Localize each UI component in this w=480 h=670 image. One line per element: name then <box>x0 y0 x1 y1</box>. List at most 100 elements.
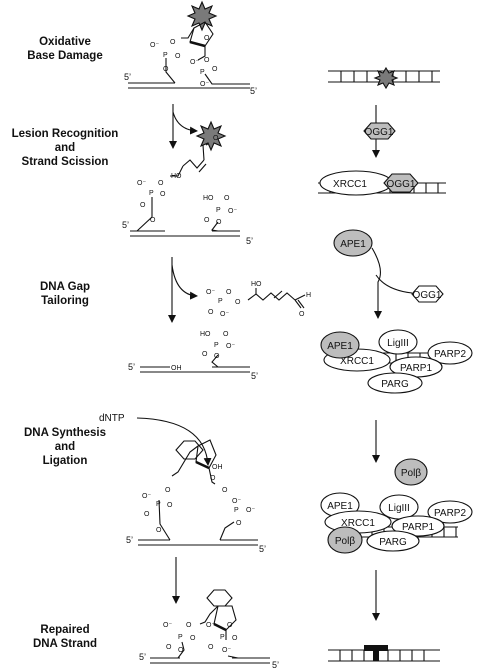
label-ape1: APE1 <box>327 501 353 512</box>
backbone-bond <box>204 73 222 85</box>
label-oxyanion: O⁻ <box>206 622 215 629</box>
ape1-release-curve <box>375 274 413 294</box>
label-oxyanion: O⁻ <box>220 311 229 318</box>
stage-label-synthesis-ligation: DNA Synthesis and Ligation <box>6 426 124 468</box>
backbone-bond <box>181 27 195 39</box>
label-oxygen: O <box>166 644 172 651</box>
backbone-bond <box>182 159 205 169</box>
label-xrcc1: XRCC1 <box>340 356 374 367</box>
stage-label-line: Oxidative <box>39 36 91 48</box>
ogg1-protein <box>363 122 396 140</box>
backbone-bond <box>170 165 184 177</box>
backbone-bond <box>247 292 296 301</box>
chem-ring-opened-sugar <box>130 139 240 237</box>
parp1-protein <box>391 515 445 537</box>
parp2-protein <box>427 500 473 524</box>
chem-released-fragment <box>247 288 306 309</box>
sugar-bold-edge <box>213 622 227 632</box>
new-base-hexagon <box>206 589 233 607</box>
label-oxygen: O <box>235 299 241 306</box>
label-five-prime: 5’ <box>250 86 257 96</box>
label-oxygen: O <box>208 644 214 651</box>
backbone-bond <box>171 445 199 477</box>
label-hydroxyl: HO <box>203 195 214 202</box>
label-hydroxyl: HO <box>200 331 211 338</box>
release-curve-arrow <box>171 264 198 300</box>
released-base-star-icon <box>195 120 227 152</box>
label-oxyanion: O⁻ <box>206 289 215 296</box>
label-parp2: PARP2 <box>434 349 466 360</box>
label-parp2: PARP2 <box>434 508 466 519</box>
label-phosphate: P <box>220 634 225 641</box>
label-oxygen: O <box>213 135 219 142</box>
label-phosphate: P <box>214 342 219 349</box>
label-xrcc1: XRCC1 <box>333 179 367 190</box>
label-phosphate: P <box>234 507 239 514</box>
sugar-bold-edge <box>189 40 206 48</box>
double-bond <box>297 299 305 309</box>
stage-label-line: Lesion Recognition <box>11 128 119 140</box>
label-ogg1: OGG1 <box>387 179 416 190</box>
label-oxygen: O <box>202 351 208 358</box>
backbone-bond <box>219 521 235 541</box>
dntp-curve-arrow <box>136 417 212 466</box>
label-oxygen: O <box>208 309 214 316</box>
chem-gapped-dna <box>140 354 250 373</box>
label-oxygen: O <box>212 66 218 73</box>
stage-label-lesion-recognition: Lesion Recognition and Strand Scission <box>0 127 130 169</box>
label-oxyanion: O⁻ <box>222 647 231 654</box>
label-oxyanion: O⁻ <box>246 507 255 514</box>
backbone-bond <box>197 46 206 61</box>
backbone-bond <box>294 299 302 309</box>
ligiii-protein <box>378 329 418 355</box>
parg-protein <box>367 372 423 394</box>
label-ligiii: LigIII <box>387 338 409 349</box>
sugar-ring <box>195 439 217 469</box>
backbone-bond <box>136 197 153 232</box>
label-oxygen: O <box>170 39 176 46</box>
label-five-prime: 5’ <box>124 72 131 82</box>
label-phosphate: P <box>218 298 223 305</box>
polb-protein <box>327 526 363 554</box>
label-polb: Polβ <box>335 536 355 547</box>
label-oxyanion: O⁻ <box>137 180 146 187</box>
ape1-protein <box>333 229 373 257</box>
stage-label-line: and <box>54 142 76 154</box>
label-oxyanion: O⁻ <box>228 208 237 215</box>
stage-label-line: DNA Gap <box>39 281 91 293</box>
pathway-arrow <box>371 247 382 319</box>
lesion-star-icon <box>373 66 399 90</box>
label-five-prime: 5’ <box>251 371 258 381</box>
oxidized-base-star-icon <box>186 0 218 32</box>
label-oxygen: O <box>163 66 169 73</box>
label-parg: PARG <box>379 537 407 548</box>
label-oxygen: O <box>178 647 184 654</box>
label-polb: Polβ <box>401 468 421 479</box>
stage-label-line: Repaired <box>40 624 90 636</box>
backbone-bond <box>294 294 306 301</box>
backbone-bond <box>211 354 219 368</box>
backbone-bond <box>177 641 185 659</box>
label-phosphate: P <box>163 52 168 59</box>
dna-ladder-repaired <box>328 649 440 662</box>
chem-inserted-nucleotide <box>138 439 258 546</box>
label-oxyanion: O⁻ <box>163 622 172 629</box>
label-phosphate: P <box>156 501 161 508</box>
double-bond <box>273 290 283 299</box>
label-oxygen: O <box>140 202 146 209</box>
stage-label-line: Tailoring <box>41 295 89 307</box>
parp2-protein <box>427 341 473 365</box>
label-parp1: PARP1 <box>402 522 434 533</box>
label-five-prime: 5’ <box>139 652 146 662</box>
label-oxygen: O <box>175 53 181 60</box>
sugar-ring <box>213 605 237 631</box>
label-hydrogen: H <box>306 292 311 299</box>
label-oxyanion: O⁻ <box>232 498 241 505</box>
label-five-prime: 5’ <box>126 535 133 545</box>
label-oxyanion: O⁻ <box>150 42 159 49</box>
backbone-bond <box>208 467 216 485</box>
double-bond <box>198 163 207 173</box>
label-oxygen: O <box>214 353 220 360</box>
label-oxygen: O <box>150 217 156 224</box>
